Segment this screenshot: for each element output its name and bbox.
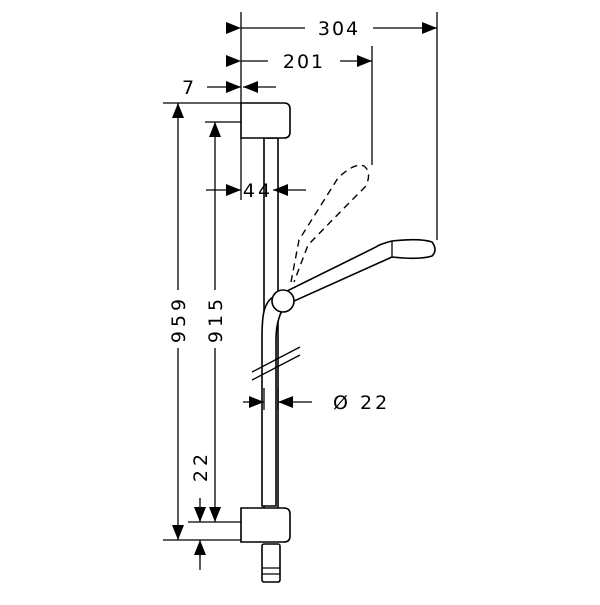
dimension-44-label: 44 — [243, 180, 273, 202]
dimension-7: 7 — [182, 77, 276, 99]
dimension-diameter-22-label: Ø 22 — [333, 392, 390, 414]
dimension-304-label: 304 — [318, 18, 360, 40]
dimension-22-bottom: 22 — [188, 450, 241, 570]
top-wall-bracket — [240, 102, 291, 139]
dimension-7-label: 7 — [182, 77, 194, 99]
dimension-915: 915 — [205, 121, 241, 522]
hose-connector — [261, 543, 281, 583]
dimension-959-label: 959 — [168, 295, 190, 343]
shower-bar-assembly — [240, 102, 436, 583]
dimension-22-bottom-label: 22 — [190, 450, 212, 482]
dimension-915-label: 915 — [205, 295, 227, 343]
dimension-201: 201 — [226, 46, 373, 165]
break-line — [251, 354, 301, 381]
hand-shower — [285, 238, 436, 304]
dimension-304: 304 — [226, 12, 438, 240]
dimension-959: 959 — [163, 102, 241, 541]
shower-holder-knob — [271, 289, 295, 313]
hand-shower-alt-position — [290, 164, 370, 283]
dimension-diameter-22: Ø 22 — [243, 388, 390, 414]
dimension-44: 44 — [206, 138, 306, 202]
dimension-201-label: 201 — [283, 51, 325, 73]
bottom-wall-bracket — [240, 507, 291, 543]
